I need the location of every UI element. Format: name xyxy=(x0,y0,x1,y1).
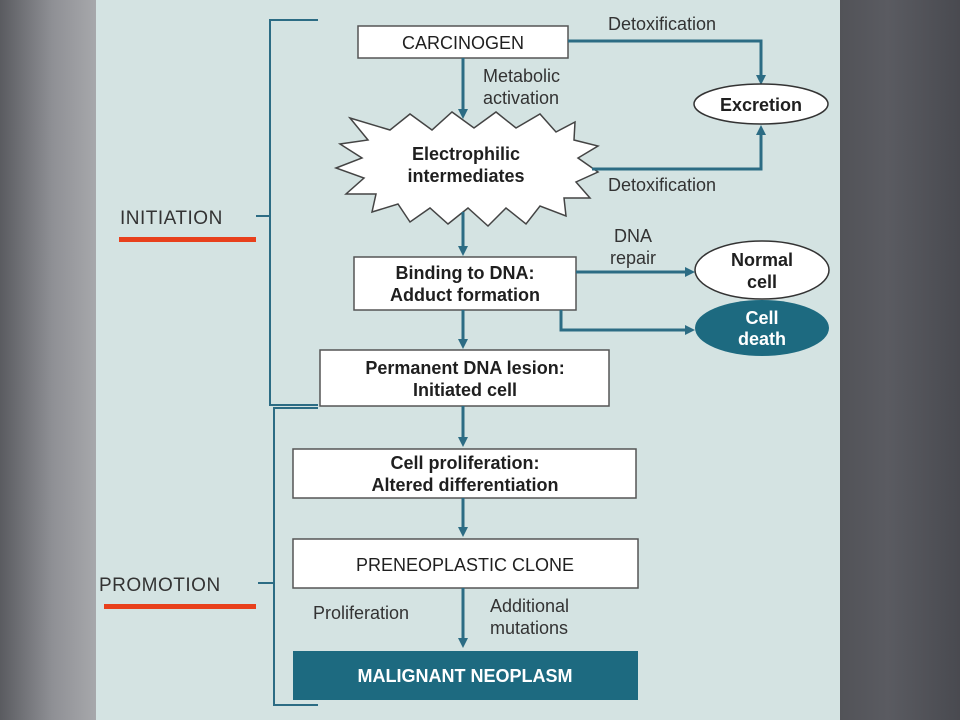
cell-death-node xyxy=(695,300,829,356)
metabolic-label-2: activation xyxy=(483,88,559,108)
proliferation-label-2: Altered differentiation xyxy=(371,475,558,495)
cell-death-label-2: death xyxy=(738,329,786,349)
malignant-box xyxy=(293,651,638,700)
right-background xyxy=(840,0,960,720)
permanent-label-1: Permanent DNA lesion: xyxy=(365,358,564,378)
malignant-label: MALIGNANT NEOPLASM xyxy=(358,666,573,686)
normal-cell-label-2: cell xyxy=(747,272,777,292)
dna-repair-label-1: DNA xyxy=(614,226,652,246)
proliferation-box xyxy=(292,448,637,499)
dna-repair-label-2: repair xyxy=(610,248,656,268)
normal-cell-label-1: Normal xyxy=(731,250,793,270)
permanent-label-2: Initiated cell xyxy=(413,380,517,400)
detox-top-arrow xyxy=(568,39,766,85)
preneoplastic-label: PRENEOPLASTIC CLONE xyxy=(356,555,574,575)
excretion-label: Excretion xyxy=(720,95,802,115)
left-background xyxy=(0,0,96,720)
normal-cell-node xyxy=(694,240,830,300)
electrophilic-burst xyxy=(333,111,600,228)
promotion-bracket xyxy=(273,407,318,706)
permanent-box xyxy=(319,349,610,407)
initiation-label: INITIATION xyxy=(120,208,223,229)
excretion-node xyxy=(693,83,829,125)
additional-label-2: mutations xyxy=(490,618,568,638)
electrophilic-label-2: intermediates xyxy=(407,166,524,186)
proliferation-label-1: Cell proliferation: xyxy=(390,453,539,473)
binding-label-1: Binding to DNA: xyxy=(396,263,535,283)
cell-death-arrow xyxy=(559,310,695,335)
binding-box xyxy=(353,256,577,311)
proliferation-edge-label: Proliferation xyxy=(313,603,409,623)
detox-top-label: Detoxification xyxy=(608,14,716,34)
electrophilic-label-1: Electrophilic xyxy=(412,144,520,164)
promotion-underline xyxy=(104,604,256,609)
preneoplastic-box xyxy=(292,538,639,589)
initiation-bracket xyxy=(269,19,318,406)
carcinogen-box xyxy=(357,25,569,59)
promotion-label: PROMOTION xyxy=(99,575,221,596)
initiation-underline xyxy=(119,237,256,242)
cell-death-label-1: Cell xyxy=(745,308,778,328)
detox-bottom-arrow xyxy=(592,125,766,171)
additional-label-1: Additional xyxy=(490,596,569,616)
binding-label-2: Adduct formation xyxy=(390,285,540,305)
carcinogen-label: CARCINOGEN xyxy=(402,33,524,53)
metabolic-label-1: Metabolic xyxy=(483,66,560,86)
detox-bottom-label: Detoxification xyxy=(608,175,716,195)
